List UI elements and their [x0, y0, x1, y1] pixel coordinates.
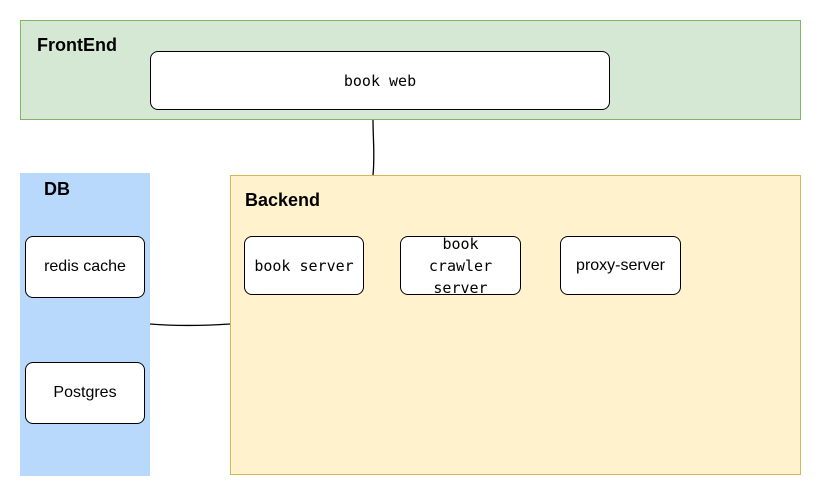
book-web-label: book web: [343, 71, 417, 90]
frontend-backend-edge: [372, 119, 375, 176]
proxy-server-node[interactable]: proxy-server: [560, 236, 681, 295]
proxy-server-label: proxy-server: [576, 256, 665, 274]
db-group: DB: [20, 173, 150, 476]
db-backend-edge: [149, 323, 231, 327]
postgres-node[interactable]: Postgres: [25, 362, 145, 424]
book-crawler-server-label: book crawler server: [428, 234, 493, 297]
book-server-label: book server: [254, 256, 354, 275]
postgres-label: Postgres: [53, 384, 117, 401]
frontend-group-title: FrontEnd: [37, 35, 117, 55]
backend-group-title: Backend: [245, 190, 321, 210]
redis-cache-node[interactable]: redis cache: [25, 236, 145, 298]
db-group-title: DB: [44, 179, 70, 199]
book-crawler-server-node[interactable]: book crawler server: [400, 235, 521, 297]
book-web-node[interactable]: book web: [150, 51, 610, 110]
book-server-node[interactable]: book server: [244, 236, 364, 295]
redis-cache-label: redis cache: [44, 258, 126, 275]
backend-group: Backend: [230, 175, 801, 475]
